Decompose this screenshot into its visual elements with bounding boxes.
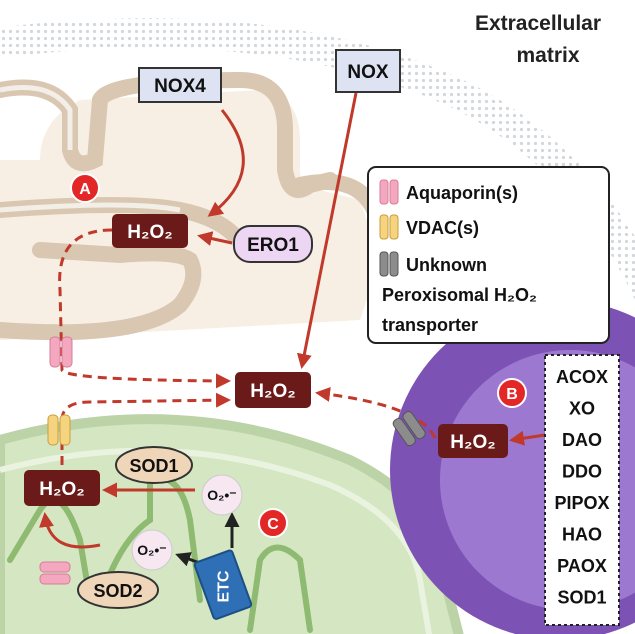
superoxide-label-2: O₂•⁻ xyxy=(137,542,166,558)
etc-label: ETC xyxy=(216,570,233,602)
ero1-label: ERO1 xyxy=(247,235,299,256)
h2o2-peroxisome-label: H₂O₂ xyxy=(450,432,495,453)
enzyme-item: SOD1 xyxy=(557,588,606,608)
sod1-mito-box: SOD1 xyxy=(115,446,193,484)
nox-arrow xyxy=(296,92,358,369)
unknown-transporter-icon xyxy=(392,411,426,447)
enzyme-item: HAO xyxy=(562,525,602,545)
badge-c: C xyxy=(258,508,288,538)
enzyme-item: DDO xyxy=(562,462,602,482)
arrows xyxy=(39,92,546,567)
sod2-arrow xyxy=(39,512,101,549)
nox-label: NOX xyxy=(347,62,389,83)
er-efflux-dashed-arrow xyxy=(58,228,231,389)
aquaporin-channel-icon xyxy=(39,561,71,585)
h2o2-er-label: H₂O₂ xyxy=(127,222,172,243)
nox-box: NOX xyxy=(335,49,401,93)
superoxide-label-1: O₂•⁻ xyxy=(207,487,236,503)
sod2-label: SOD2 xyxy=(93,581,142,601)
legend: Aquaporin(s) VDAC(s) Unknown Peroxisomal… xyxy=(367,166,610,344)
title-line1: Extracellular xyxy=(475,12,601,35)
h2o2-cytosol-label: H₂O₂ xyxy=(250,381,295,402)
ero1-box: ERO1 xyxy=(233,225,313,263)
nox4-label: NOX4 xyxy=(154,76,206,97)
sod1-mito-label: SOD1 xyxy=(129,456,178,476)
legend-vdac: VDAC(s) xyxy=(406,218,479,238)
badge-b: B xyxy=(497,378,527,408)
etc-box: ETC xyxy=(193,549,253,620)
legend-aquaporin: Aquaporin(s) xyxy=(406,183,518,203)
legend-unknown-line3: transporter xyxy=(382,315,478,335)
enzyme-list: ACOX XO DAO DDO PIPOX HAO PAOX SOD1 xyxy=(544,354,620,626)
h2o2-cytosol-box: H₂O₂ xyxy=(235,372,311,408)
enzyme-item: DAO xyxy=(562,430,602,450)
enzyme-item: PIPOX xyxy=(554,493,609,513)
aquaporin-channel-icon xyxy=(49,336,73,368)
badge-b-label: B xyxy=(506,386,518,403)
superoxide-bubble-1: O₂•⁻ xyxy=(201,474,243,516)
enzyme-item: XO xyxy=(569,399,595,419)
badge-c-label: C xyxy=(267,516,279,533)
ero1-arrow xyxy=(197,231,233,246)
legend-unknown-line2: Peroxisomal H₂O₂ xyxy=(382,285,537,305)
nox4-arrow xyxy=(207,109,245,217)
h2o2-er-box: H₂O₂ xyxy=(112,214,188,248)
nox4-box: NOX4 xyxy=(138,67,222,103)
sod2-box: SOD2 xyxy=(77,571,159,609)
h2o2-mito-label: H₂O₂ xyxy=(39,479,84,500)
unknown-transporter-legend-icon xyxy=(379,251,399,277)
superoxide-bubble-2: O₂•⁻ xyxy=(131,529,173,571)
vdac-channel-icon xyxy=(47,414,71,446)
aquaporin-legend-icon xyxy=(379,179,399,205)
h2o2-mito-box: H₂O₂ xyxy=(24,470,100,506)
enzyme-item: PAOX xyxy=(557,556,607,576)
legend-unknown-line1: Unknown xyxy=(406,255,487,275)
enzyme-arrow xyxy=(509,430,546,446)
title-line2: matrix xyxy=(516,44,579,67)
badge-a: A xyxy=(70,173,100,203)
endoplasmic-reticulum xyxy=(0,71,389,341)
badge-a-label: A xyxy=(79,181,91,198)
peroxisome-efflux-dashed-arrow xyxy=(315,386,437,439)
h2o2-peroxisome-box: H₂O₂ xyxy=(438,424,508,458)
vdac-legend-icon xyxy=(379,214,399,240)
enzyme-item: ACOX xyxy=(556,367,608,387)
